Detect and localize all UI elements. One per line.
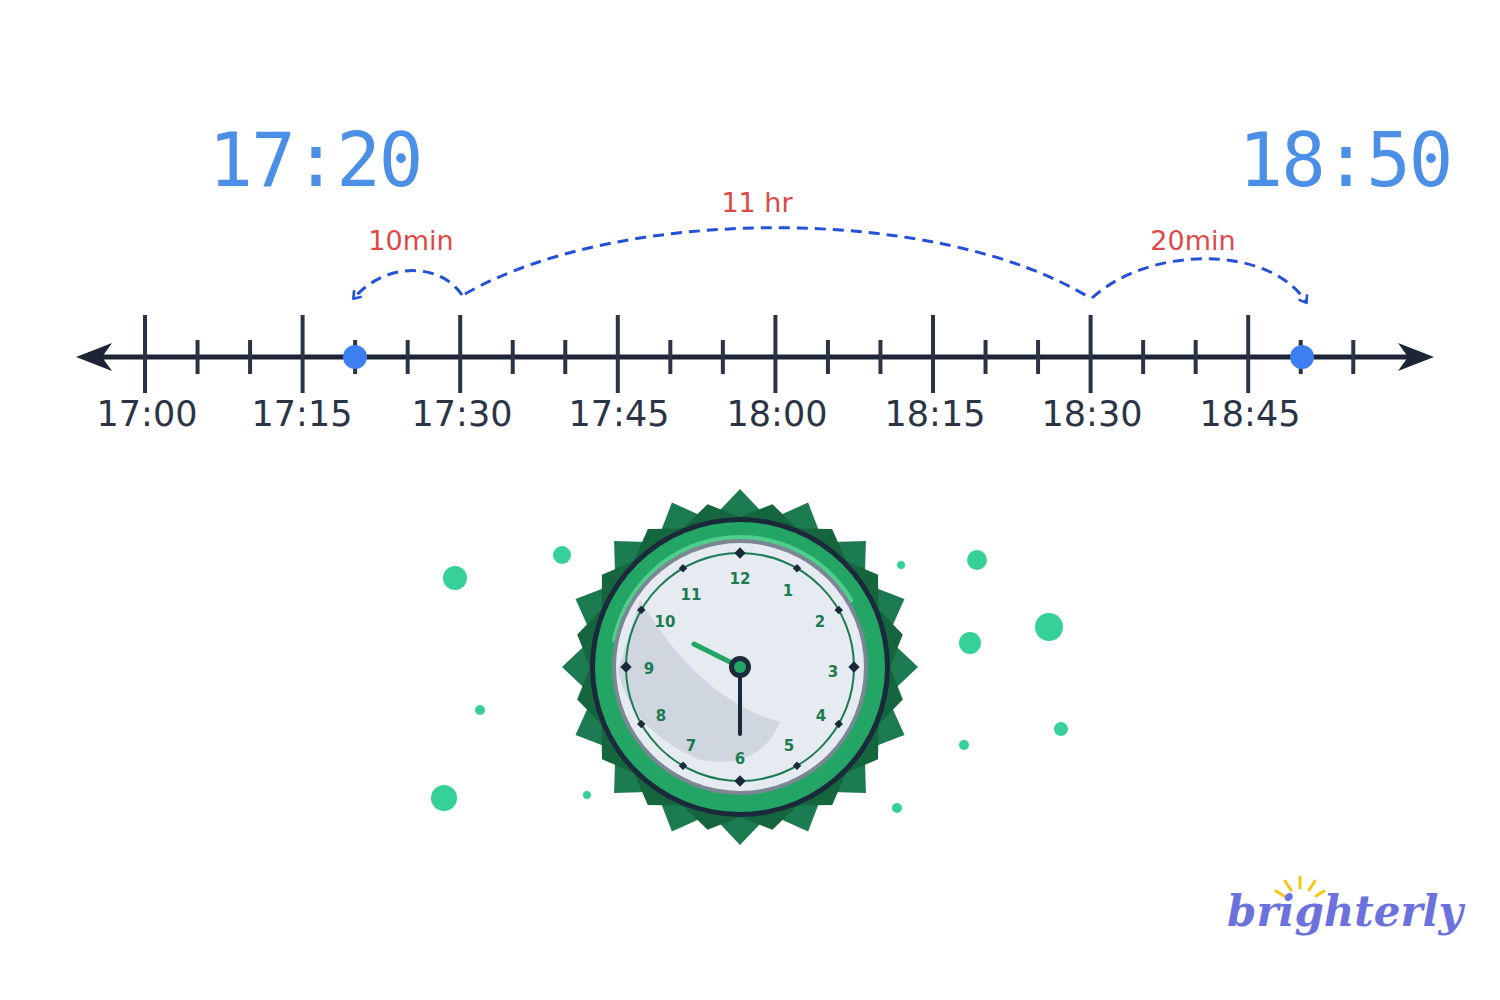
hour-mark [834,720,842,728]
tick-label: 18:30 [1042,397,1143,432]
time-readout: 18:50 [1239,123,1452,197]
clock-rim [590,517,890,817]
clock-illustration [562,489,918,845]
minor-tick [668,340,672,374]
minor-tick [196,340,200,374]
minor-tick [1351,340,1355,374]
minor-tick [511,340,515,374]
tick-marks [145,315,1353,393]
hour-mark [679,761,687,769]
clock-rim [595,522,885,812]
minor-tick [1194,340,1198,374]
duration-label: 20min [1147,227,1238,254]
minor-tick [1141,340,1145,374]
time-point [1290,345,1314,369]
minor-tick [1036,340,1040,374]
logo-watermark: brighterly [1227,891,1463,933]
major-tick [143,315,147,393]
tick-label: 17:15 [252,397,353,432]
major-tick [616,315,620,393]
minor-tick [563,340,567,374]
clock-badge [577,504,903,830]
clock-face [616,543,864,791]
time-readout: 17:20 [209,123,422,197]
jump-arc [465,228,1090,298]
duration-label: 11 hr [718,189,795,216]
jump-arc [354,271,462,298]
hour-mark [734,775,745,786]
major-tick [931,315,935,393]
tick-label: 18:00 [727,397,828,432]
duration-label: 10min [365,227,456,254]
tick-label: 18:45 [1200,397,1301,432]
hour-mark [637,606,645,614]
major-tick [773,315,777,393]
clock-number: 11 [681,588,702,603]
minor-tick [984,340,988,374]
hour-mark [734,547,745,558]
tick-label: 18:15 [885,397,986,432]
hour-mark [620,661,631,672]
tick-label: 17:45 [569,397,670,432]
clock-number: 8 [656,709,666,724]
hour-mark [848,661,859,672]
clock-number: 7 [686,739,696,754]
major-tick [458,315,462,393]
minor-tick [721,340,725,374]
tick-label: 17:00 [97,397,198,432]
clock-number: 2 [815,615,825,630]
clock-number: 9 [644,662,654,677]
hour-mark [793,564,801,572]
hour-mark [679,564,687,572]
clock-number: 1 [783,584,793,599]
hour-mark [834,606,842,614]
hour-mark [637,720,645,728]
clock-number: 4 [816,709,826,724]
clock-number: 10 [655,615,676,630]
jump-arc [1092,259,1306,302]
hour-mark [793,761,801,769]
clock-bezel [612,539,868,795]
minor-tick [406,340,410,374]
clock-badge [562,489,918,845]
clock-number: 6 [735,752,745,767]
clock-number: 5 [784,739,794,754]
major-tick [1089,315,1093,393]
minor-tick [878,340,882,374]
number-line [76,343,1434,371]
major-tick [1246,315,1250,393]
minor-tick [826,340,830,374]
tick-label: 17:30 [412,397,513,432]
minor-tick [248,340,252,374]
time-point [343,345,367,369]
major-tick [301,315,305,393]
clock-number: 3 [828,665,838,680]
clock-number: 12 [730,572,751,587]
